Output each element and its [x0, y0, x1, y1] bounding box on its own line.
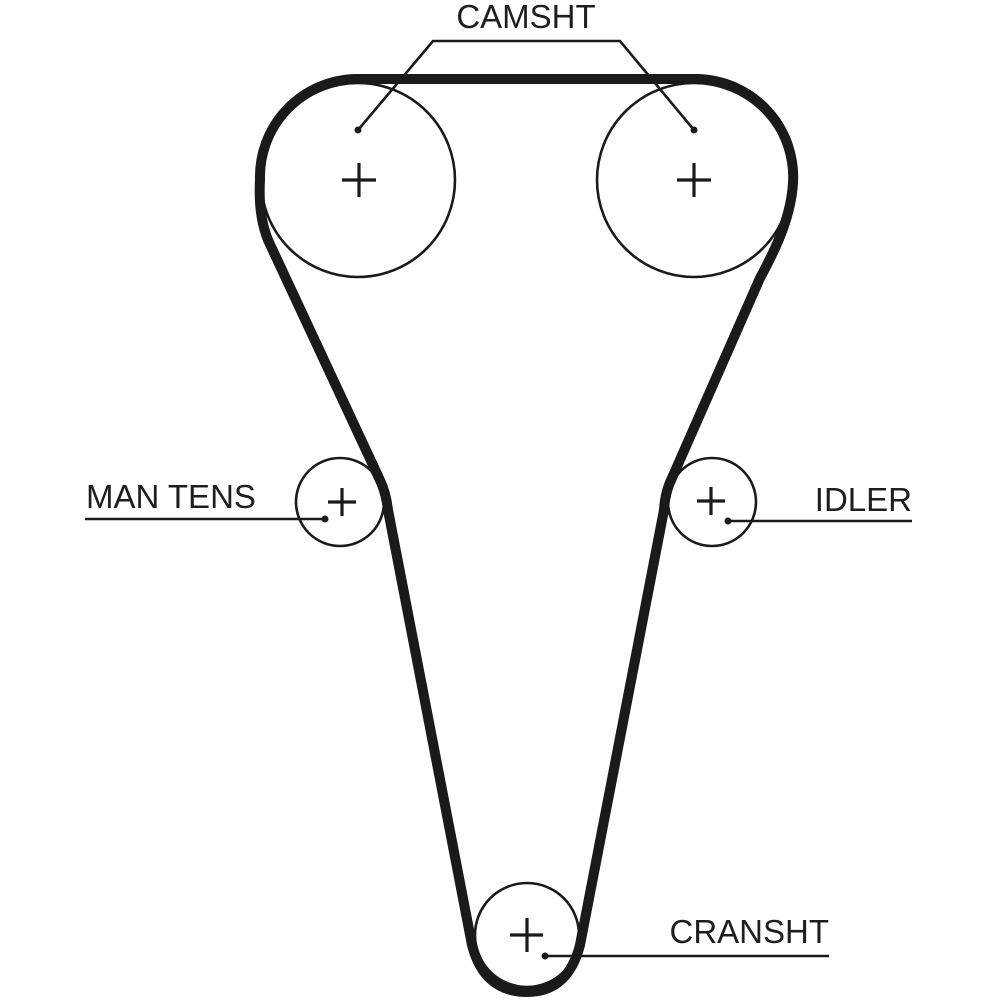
center-cross-icon	[342, 163, 376, 197]
idler-pulley	[666, 456, 758, 548]
camshaft-leader	[354, 39, 698, 134]
leader-dot	[724, 517, 732, 525]
leader-dot	[690, 126, 698, 134]
center-cross-icon	[328, 488, 356, 516]
center-cross-icon	[510, 918, 543, 952]
leader-dot	[321, 515, 329, 523]
leader-dot	[354, 126, 362, 134]
leader-dot	[541, 952, 549, 960]
manual-tensioner-label: MAN TENS	[86, 478, 256, 515]
camshaft-label: CAMSHT	[456, 0, 595, 35]
idler-label: IDLER	[815, 481, 912, 518]
timing-belt	[254, 74, 799, 997]
idler-leader	[724, 517, 912, 525]
manual-tensioner-leader	[85, 515, 329, 523]
crankshaft-label: CRANSHT	[669, 913, 829, 950]
crankshaft-leader	[541, 952, 829, 960]
center-cross-icon	[677, 163, 711, 197]
center-cross-icon	[697, 487, 725, 515]
